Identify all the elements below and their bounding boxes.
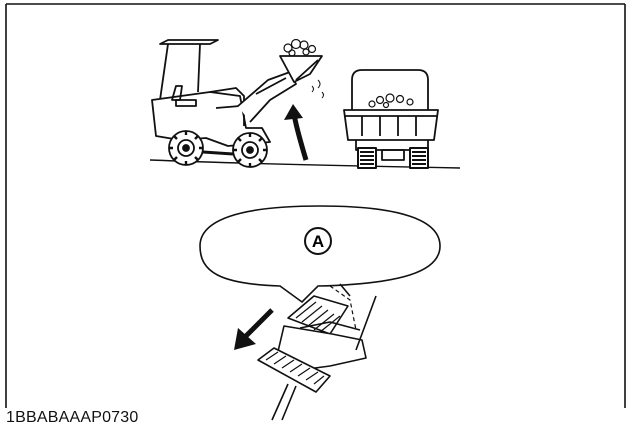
callout-label: A xyxy=(312,232,324,251)
curved-arrow-up-icon xyxy=(284,104,306,160)
bucket-load xyxy=(284,40,316,57)
loader-illustration xyxy=(152,40,324,168)
pedal-illustration xyxy=(258,284,376,420)
truck-illustration xyxy=(344,70,438,168)
callout-bubble: A xyxy=(200,206,440,302)
figure-caption: 1BBABAAAP0730 xyxy=(6,409,138,427)
arrow-down-left-icon xyxy=(234,310,272,350)
front-wheel xyxy=(233,133,267,167)
rear-wheel xyxy=(169,131,203,165)
